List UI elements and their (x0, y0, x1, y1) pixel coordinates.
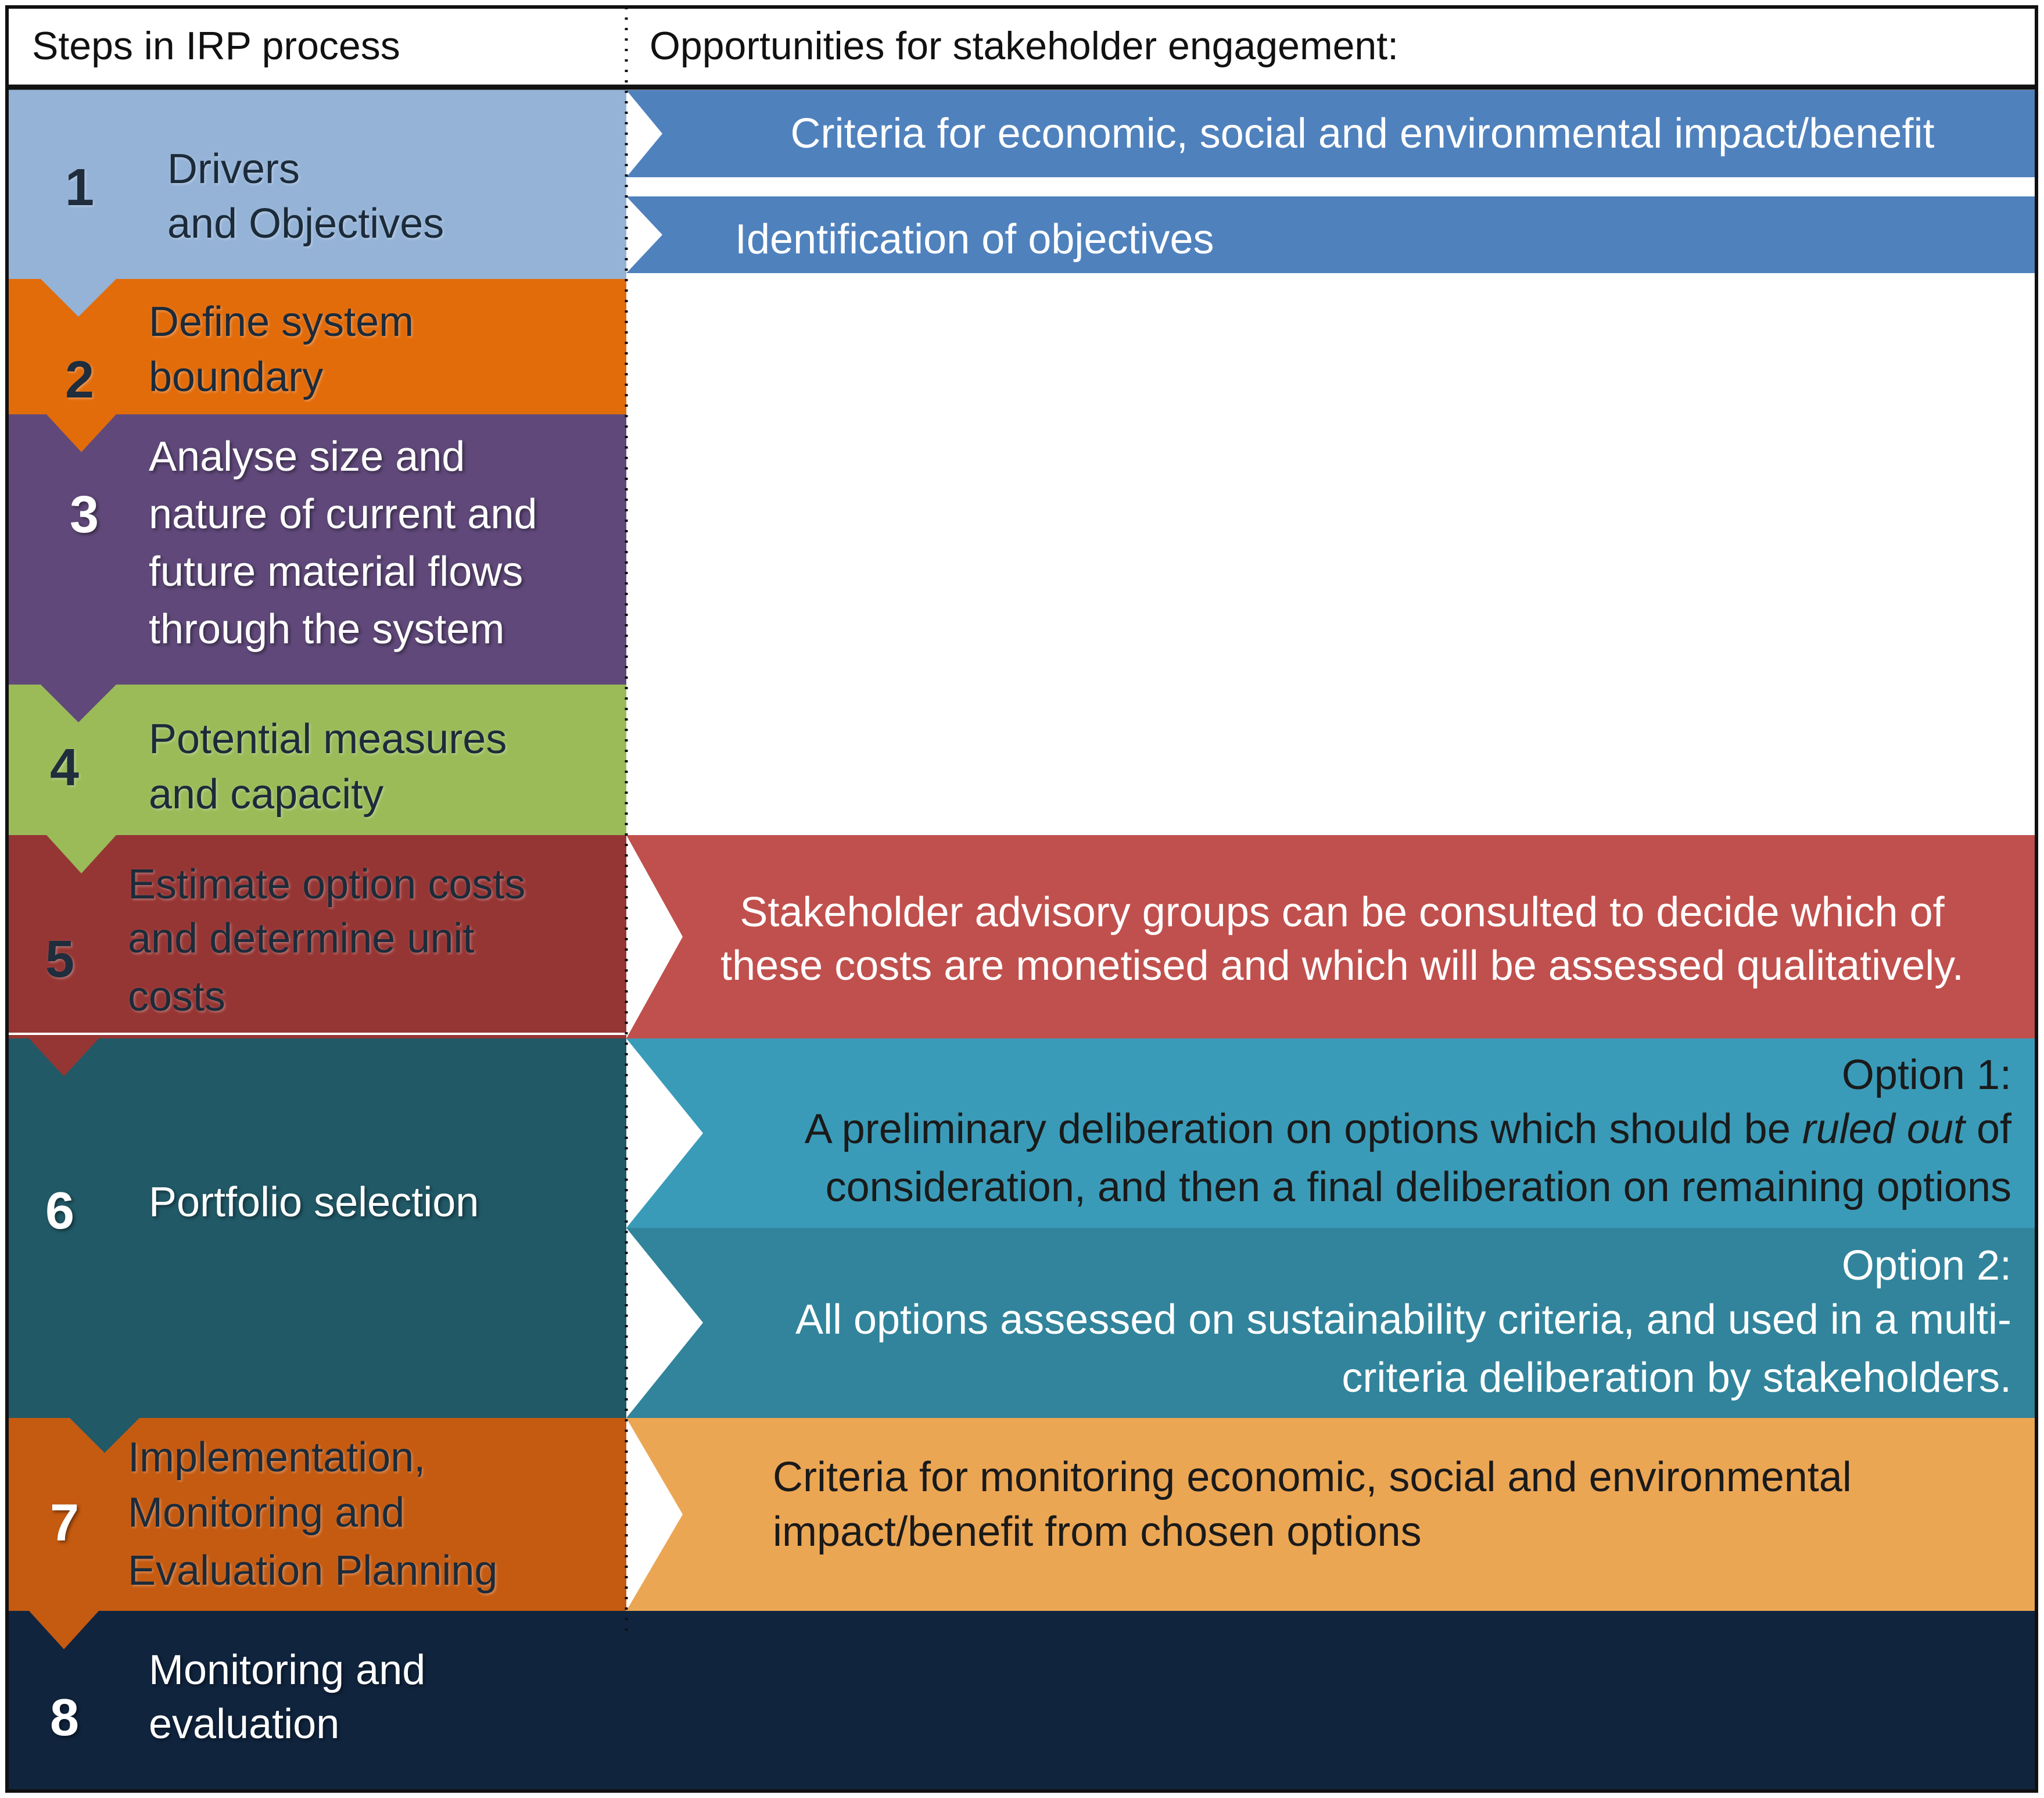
step1-label-line2: and Objectives (167, 200, 444, 247)
advisory-text-line2: these costs are monetised and which will… (720, 943, 1964, 989)
step8-label-line1: Monitoring and (149, 1647, 426, 1693)
option2-title: Option 2: (1841, 1242, 2011, 1289)
outer-frame (5, 5, 2038, 1793)
option1-title: Option 1: (1841, 1052, 2011, 1098)
step2-label-line1: Define system (149, 299, 414, 345)
step2-number: 2 (65, 351, 95, 409)
monitoring-criteria-line1: Criteria for monitoring economic, social… (773, 1454, 1852, 1500)
step3-block (7, 414, 626, 722)
objectives-text: Identification of objectives (735, 216, 1214, 263)
step5-number: 5 (45, 930, 75, 988)
step6-block (7, 1038, 626, 1453)
criteria-impact-banner (626, 90, 2036, 177)
option1-text-after: of (1964, 1106, 2011, 1152)
step8-label-line2: evaluation (149, 1701, 340, 1747)
step4-label-line1: Potential measures (149, 716, 507, 762)
step7-number: 7 (50, 1494, 80, 1552)
step1-number: 1 (65, 159, 95, 217)
step7-label-line1: Implementation, (128, 1434, 426, 1481)
option1-text-line1: A preliminary deliberation on options wh… (697, 1100, 2011, 1158)
objectives-banner (626, 196, 2036, 273)
step3-label-line4: through the system (149, 606, 505, 653)
header-opportunities: Opportunities for stakeholder engagement… (650, 24, 1399, 68)
advisory-banner (626, 835, 2036, 1038)
step8-band (7, 1611, 2036, 1791)
step6-number: 6 (45, 1182, 75, 1240)
step8-number: 8 (50, 1689, 80, 1747)
option2-text-line1: All options assessed on sustainability c… (795, 1296, 2011, 1343)
step3-label-line1: Analyse size and (149, 434, 465, 480)
option2-banner (626, 1228, 2036, 1418)
step3-label-line3: future material flows (149, 549, 523, 595)
option2-text-line2: criteria deliberation by stakeholders. (1342, 1355, 2011, 1401)
header-steps: Steps in IRP process (32, 24, 400, 68)
step3-number: 3 (70, 486, 99, 544)
step4-block (7, 685, 626, 873)
monitoring-criteria-line2: impact/benefit from chosen options (773, 1509, 1422, 1555)
option1-text-before: A preliminary deliberation on options wh… (804, 1106, 1802, 1152)
step5-label-line3: costs (128, 973, 226, 1020)
step7-label-line3: Evaluation Planning (128, 1548, 498, 1594)
monitoring-criteria-banner (626, 1418, 2036, 1611)
step6-label: Portfolio selection (149, 1179, 479, 1226)
step7-block (7, 1418, 626, 1649)
step4-label-line2: and capacity (149, 771, 384, 818)
step5-block (7, 835, 626, 1076)
step5-label-line2: and determine unit (128, 915, 475, 962)
option1-text-line2: consideration, and then a final delibera… (825, 1164, 2011, 1210)
step5-label-line1: Estimate option costs (128, 861, 526, 908)
step2-block (7, 279, 626, 452)
step7-label-line2: Monitoring and (128, 1489, 405, 1536)
step4-number: 4 (50, 739, 80, 797)
step3-label-line2: nature of current and (149, 491, 537, 538)
step2-label-line2: boundary (149, 354, 324, 400)
criteria-impact-text: Criteria for economic, social and enviro… (790, 110, 1935, 157)
option1-banner (626, 1038, 2036, 1228)
advisory-text-line1: Stakeholder advisory groups can be consu… (740, 889, 1945, 936)
step1-block (7, 87, 626, 317)
option1-text-emphasis: ruled out (1802, 1106, 1965, 1152)
step1-label-line1: Drivers (167, 146, 300, 192)
